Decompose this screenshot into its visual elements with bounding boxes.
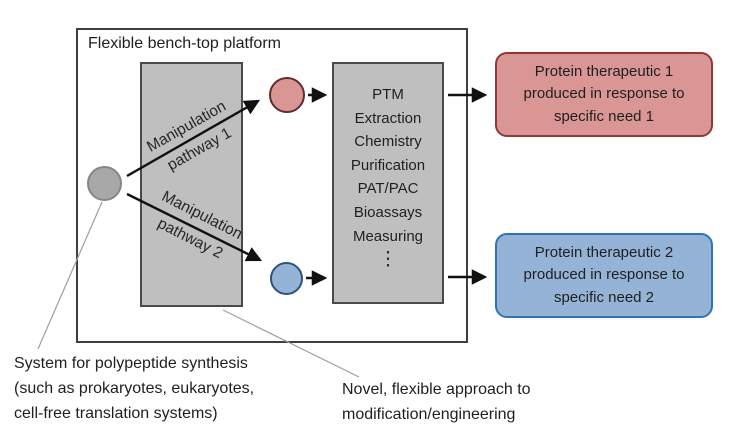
output2-line2: produced in response to [523,266,685,284]
process-step: PAT/PAC [357,180,419,198]
output-box-therapeutic-2: Protein therapeutic 2 produced in respon… [495,233,713,318]
caption-synthesis-line1: System for polypeptide synthesis [14,355,248,372]
output2-line1: Protein therapeutic 2 [534,243,674,261]
process-step: Purification [350,156,426,174]
process-step: Measuring [352,227,424,245]
caption-novel-line2: modification/engineering [342,406,516,423]
process-step: Extraction [354,109,422,127]
ellipsis-icon: ⋮ [378,249,398,271]
manipulation-box [140,62,243,307]
caption-novel-approach: Novel, flexible approach to modification… [342,377,531,427]
pathway2-circle [270,262,303,295]
output-box-therapeutic-1: Protein therapeutic 1 produced in respon… [495,52,713,137]
pathway1-circle [269,77,305,113]
caption-synthesis-system: System for polypeptide synthesis (such a… [14,351,254,426]
output1-line2: produced in response to [523,85,685,103]
caption-novel-line1: Novel, flexible approach to [342,381,531,398]
output1-line3: specific need 1 [553,107,655,125]
process-step-list: PTM Extraction Chemistry Purification PA… [332,62,444,304]
platform-title: Flexible bench-top platform [88,35,281,52]
output1-line1: Protein therapeutic 1 [534,62,674,80]
output2-line3: specific need 2 [553,288,655,306]
source-circle [87,166,122,201]
process-box [332,62,444,304]
process-step: PTM [372,86,404,103]
process-step: Chemistry [354,133,422,151]
process-step: Bioassays [353,203,423,221]
caption-synthesis-line3: cell-free translation systems) [14,405,218,422]
caption-synthesis-line2: (such as prokaryotes, eukaryotes, [14,380,255,397]
